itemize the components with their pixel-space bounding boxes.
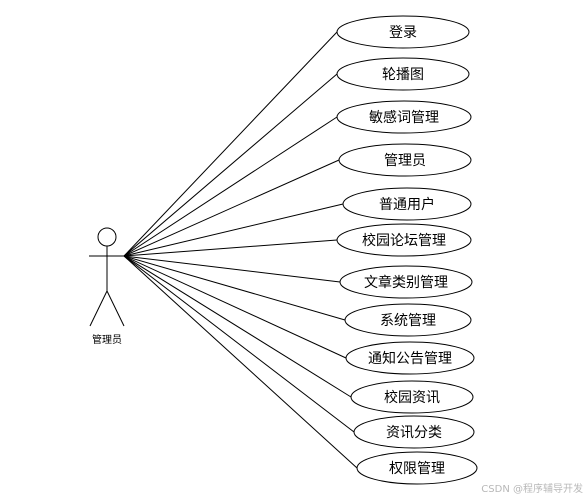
use-case-label: 资讯分类 [386,425,442,441]
use-case: 轮播图 [336,57,470,91]
use-case-ellipse [342,187,472,221]
association-line [123,255,352,398]
association-line [123,203,344,257]
use-case-list: 登录轮播图敏感词管理管理员普通用户校园论坛管理文章类别管理系统管理通知公告管理校… [336,15,478,485]
use-case: 资讯分类 [353,415,475,449]
actor-figure: 管理员 [89,227,125,346]
use-case: 登录 [336,15,470,49]
use-case-label: 权限管理 [389,461,445,477]
use-case-label: 系统管理 [380,313,436,329]
use-case-label: 文章类别管理 [364,274,448,291]
use-case-ellipse [353,415,475,449]
association-line [123,116,338,257]
association-lines [123,31,358,469]
use-case: 管理员 [338,143,472,177]
association-line [123,159,340,257]
association-line [123,255,346,321]
use-case-ellipse [338,143,472,177]
association-line [123,255,355,433]
actor-label: 管理员 [92,333,122,346]
use-case-label: 通知公告管理 [368,350,452,367]
use-case-ellipse [336,57,470,91]
use-case-ellipse [344,303,472,337]
association-line [123,239,338,257]
use-case-label: 普通用户 [379,196,435,213]
use-case-label: 登录 [389,25,417,41]
use-case-label: 校园论坛管理 [362,232,446,249]
association-line [123,255,358,469]
use-case: 权限管理 [356,451,478,485]
use-case: 普通用户 [342,187,472,221]
use-case-label: 轮播图 [382,67,424,83]
association-line [123,255,347,359]
use-case: 敏感词管理 [336,100,472,134]
use-case-label: 校园资讯 [384,389,440,406]
use-case-ellipse [336,100,472,134]
use-case: 通知公告管理 [345,341,475,375]
use-case-ellipse [339,265,473,299]
use-case: 校园资讯 [350,380,474,414]
use-case-ellipse [336,223,472,257]
use-case: 文章类别管理 [339,265,473,299]
use-case-ellipse [345,341,475,375]
actor-left-leg [89,290,108,327]
use-case: 校园论坛管理 [336,223,472,257]
association-line [123,31,338,257]
use-case-ellipse [350,380,474,414]
use-case-label: 敏感词管理 [369,109,439,126]
association-line [123,255,341,283]
actor-head [97,227,117,247]
use-case: 系统管理 [344,303,472,337]
use-case-label: 管理员 [384,153,426,169]
actor-right-leg [106,290,125,327]
use-case-ellipse [336,15,470,49]
watermark: CSDN @程序辅导开发 [481,482,583,495]
association-line [123,73,338,257]
use-case-ellipse [356,451,478,485]
